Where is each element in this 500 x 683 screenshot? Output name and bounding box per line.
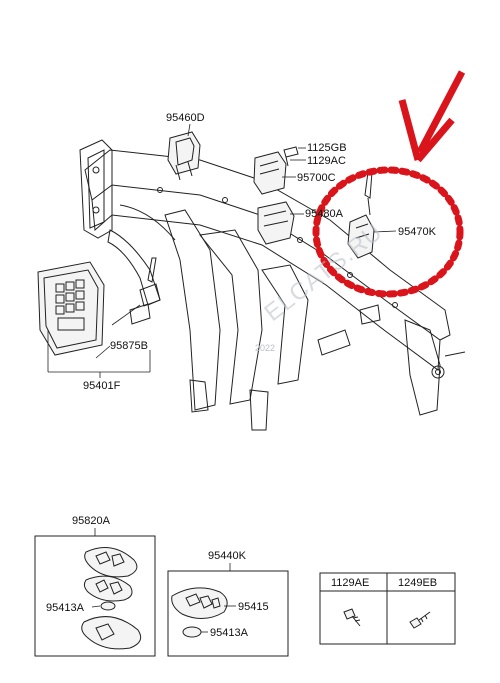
fob-kit-box: 95820A 95413A [34,515,156,657]
unit-95700C [253,151,287,195]
fob-kit-label: 95820A [72,515,111,527]
bolt-1125GB [283,146,299,167]
screw-icon [343,608,361,627]
label-95700C: 95700C [297,172,336,184]
smart-key-kit-label: 95440K [208,550,247,562]
label-95875B: 95875B [110,340,148,352]
highlight-circle [312,166,464,298]
watermark-year: 2022 [255,343,275,353]
label-95401F: 95401F [83,380,121,392]
module-95480A [257,201,295,245]
bolt-icon [409,611,431,629]
label-1129AC: 1129AC [307,155,346,167]
leader-lines [47,123,397,378]
fastener-header-1249EB: 1249EB [398,577,437,589]
antenna-bracket [129,257,161,325]
fob-kit-battery-label: 95413A [46,602,85,614]
label-95480A: 95480A [305,208,344,220]
label-1125GB: 1125GB [307,142,347,154]
label-95470K: 95470K [398,226,437,238]
fastener-table: 1129AE 1249EB [319,572,456,645]
smart-key-kit-box: 95440K 95415 95413A [167,550,289,657]
fastener-header-1129AE: 1129AE [331,577,369,589]
smart-key-label: 95415 [238,601,269,613]
control-module-95460D [167,131,201,181]
label-95460D: 95460D [166,112,205,124]
highlight-arrow-icon [398,70,466,163]
smart-junction-box-module [37,261,105,356]
smart-key-kit-battery-label: 95413A [210,627,249,639]
